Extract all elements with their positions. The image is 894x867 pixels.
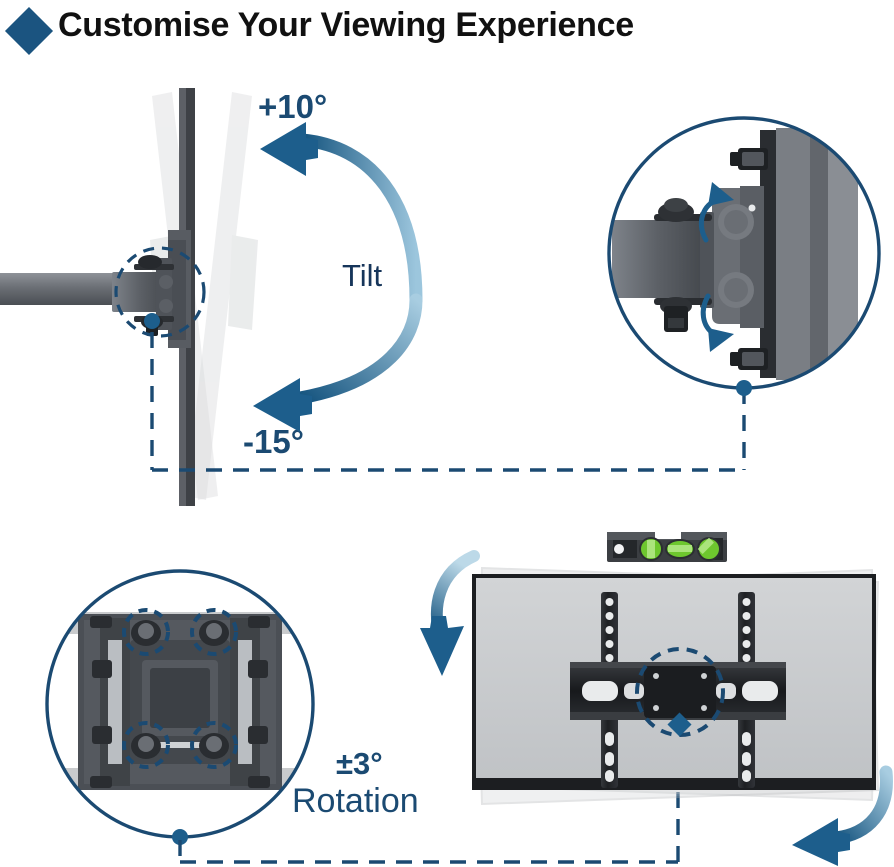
curved-arrow-left-icon — [792, 765, 893, 866]
vesa-plate-icon — [644, 666, 716, 718]
tilt-bracket-detail — [607, 116, 881, 396]
callout-node-dot-icon — [736, 380, 752, 396]
header: Customise Your Viewing Experience — [0, 0, 894, 62]
tv-panel-ghost-up — [186, 92, 258, 500]
tilt-down-label: -15° — [243, 423, 304, 460]
small-curved-arrow-up-icon — [698, 182, 734, 243]
pivot-dot-icon — [144, 313, 160, 329]
tilt-bracket-side — [112, 255, 174, 336]
tilt-title-label: Tilt — [342, 258, 383, 293]
tilt-up-label: +10° — [258, 88, 328, 125]
rotation-plate-detail — [45, 569, 315, 845]
rotation-degree-label: ±3° — [336, 746, 383, 781]
dashed-circle-icon — [114, 246, 206, 338]
dashed-circle-icon — [190, 608, 238, 656]
tilt-callout-connector — [150, 332, 746, 472]
curved-arrow-down-icon — [420, 550, 480, 676]
curved-arrow-left-down-icon — [253, 293, 423, 432]
dashed-circle-icon — [190, 721, 238, 769]
rotation-title-label: Rotation — [292, 782, 419, 820]
small-curved-arrow-down-icon — [700, 293, 734, 352]
dashed-circle-icon — [122, 608, 170, 656]
curved-arrow-left-up-icon — [260, 122, 423, 307]
page-title: Customise Your Viewing Experience — [58, 6, 634, 44]
wall-arm — [0, 273, 118, 305]
dashed-circle-icon — [122, 721, 170, 769]
tv-back-with-mount — [420, 532, 893, 866]
callout-node-dot-icon — [172, 829, 188, 845]
tv-side-view-tilt — [0, 88, 258, 506]
bubble-level — [607, 532, 727, 562]
